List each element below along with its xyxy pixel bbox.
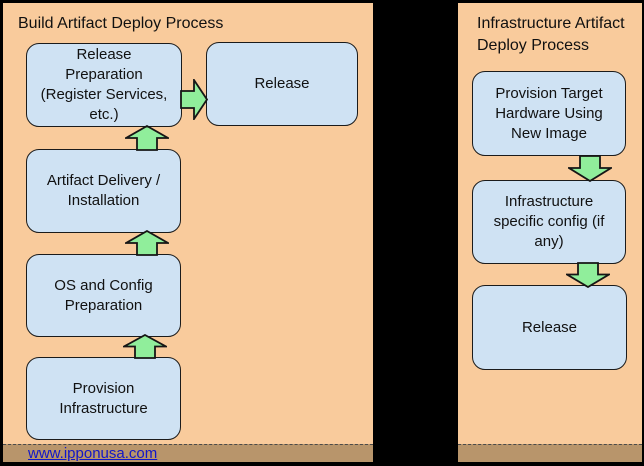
- ipponusa-link[interactable]: www.ipponusa.com: [28, 445, 158, 462]
- node-provision-infrastructure: Provision Infrastructure: [26, 357, 181, 440]
- node-label: Release Preparation (Register Services, …: [40, 46, 168, 123]
- node-release: Release: [472, 285, 627, 370]
- node-label: Provision Target Hardware Using New Imag…: [495, 84, 603, 142]
- arrow-right-icon: [180, 79, 208, 120]
- arrow-up-icon: [125, 125, 169, 151]
- node-os-and-config-preparation: OS and Config Preparation: [26, 254, 181, 337]
- node-label: Release: [521, 318, 578, 336]
- arrow-down-icon: [568, 155, 612, 182]
- panel-footer: www.ipponusa.com: [3, 444, 373, 462]
- panel-title-infrastructure: Infrastructure Artifact Deploy Process: [477, 15, 625, 54]
- build-deploy-panel: Build Artifact Deploy Process Release Pr…: [3, 3, 373, 462]
- panel-title-build: Build Artifact Deploy Process: [18, 15, 224, 32]
- node-label: Infrastructure specific config (if any): [493, 193, 605, 250]
- panel-footer: [458, 444, 642, 462]
- node-label: OS and Config Preparation: [54, 276, 153, 314]
- node-release: Release: [206, 42, 358, 126]
- node-release-preparation: Release Preparation (Register Services, …: [26, 43, 182, 127]
- arrow-up-icon: [123, 334, 167, 359]
- node-provision-target-hardware: Provision Target Hardware Using New Imag…: [472, 71, 626, 156]
- node-label: Release: [254, 75, 310, 92]
- node-infrastructure-specific-config: Infrastructure specific config (if any): [472, 180, 626, 264]
- arrow-up-icon: [125, 230, 169, 256]
- node-label: Provision Infrastructure: [59, 379, 148, 417]
- arrow-down-icon: [566, 262, 610, 288]
- node-artifact-delivery-installation: Artifact Delivery / Installation: [26, 149, 181, 233]
- infra-deploy-panel: Infrastructure Artifact Deploy Process P…: [458, 3, 642, 462]
- node-label: Artifact Delivery / Installation: [46, 172, 161, 209]
